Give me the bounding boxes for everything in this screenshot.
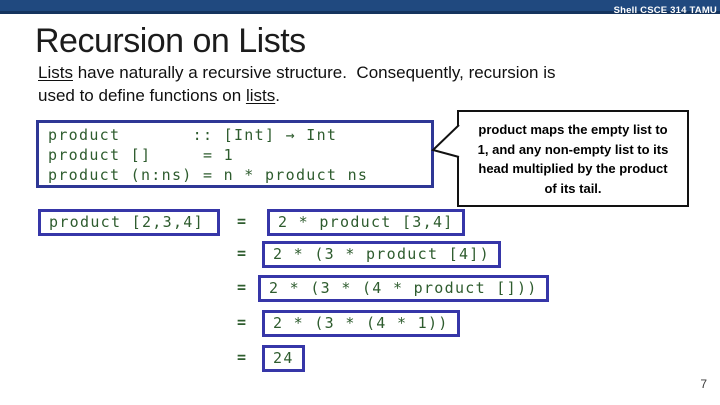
intro-line2-end: . <box>275 86 280 105</box>
intro-underlined-lists-2: lists <box>245 86 276 105</box>
callout-line: of its tail. <box>544 180 602 196</box>
callout-pointer-icon <box>431 124 460 158</box>
code-line-recursive-case: product (n:ns) = n * product ns <box>48 166 369 184</box>
eval-step-box: 2 * product [3,4] <box>267 209 465 236</box>
callout-line: head multiplied by the product <box>478 161 668 176</box>
intro-underlined-lists: Lists <box>38 63 73 82</box>
callout-line: product maps the empty list to <box>478 122 668 137</box>
intro-line-2: used to define functions on lists. <box>38 84 556 107</box>
intro-text: Lists have naturally a recursive structu… <box>38 61 556 107</box>
equals-sign: = <box>237 244 247 262</box>
equals-sign: = <box>237 348 247 366</box>
callout-line: 1, and any non-empty list to its <box>477 141 669 157</box>
callout-box: product maps the empty list to 1, and an… <box>457 110 689 207</box>
header-bar: Shell CSCE 314 TAMU <box>0 0 720 16</box>
eval-step-box: 2 * (3 * product [4]) <box>262 241 501 268</box>
eval-result-box: 24 <box>262 345 305 372</box>
code-definition-box: product :: [Int] → Int product [] = 1 pr… <box>36 120 434 188</box>
page-title: Recursion on Lists <box>35 22 306 60</box>
equals-sign: = <box>237 313 247 331</box>
equals-sign: = <box>237 278 247 296</box>
page-number: 7 <box>700 377 707 391</box>
eval-start-expression: product [2,3,4] <box>38 209 220 236</box>
equals-sign: = <box>237 212 247 230</box>
intro-line2-start: used to define functions on <box>38 86 246 105</box>
eval-step-box: 2 * (3 * (4 * product [])) <box>258 275 549 302</box>
code-line-base-case: product [] = 1 <box>48 146 234 164</box>
eval-step-box: 2 * (3 * (4 * 1)) <box>262 310 460 337</box>
intro-line-1: Lists have naturally a recursive structu… <box>38 61 556 84</box>
course-label: Shell CSCE 314 TAMU <box>613 5 717 16</box>
intro-line1-rest: have naturally a recursive structure. Co… <box>72 63 556 82</box>
code-line-signature: product :: [Int] → Int <box>48 126 338 144</box>
